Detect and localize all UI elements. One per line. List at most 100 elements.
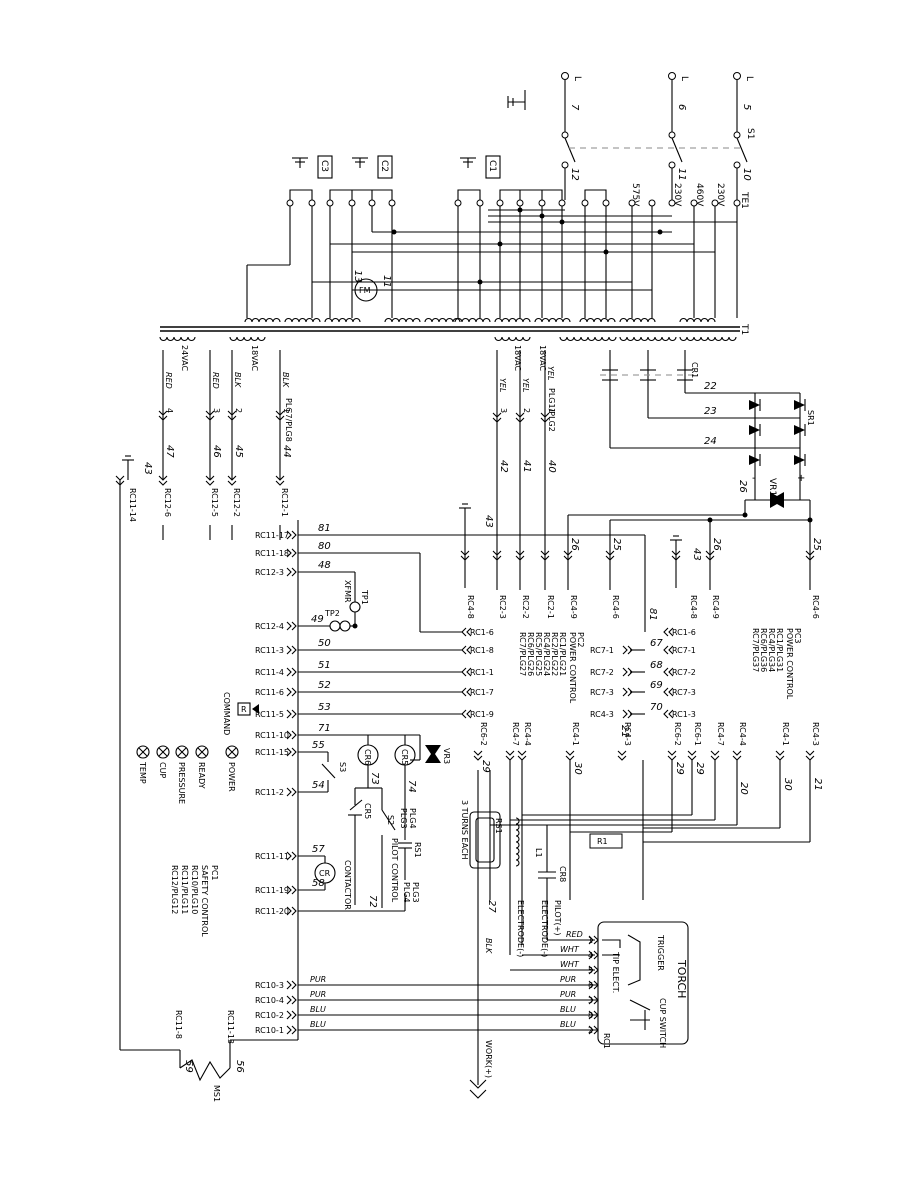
wire-43-mid: 43 [483,515,494,528]
pc3-wire-29: 29 [674,762,685,775]
tp1-label: TP1 [360,589,369,605]
winding [324,317,361,323]
connector-chevron [492,412,502,423]
plg7-plg8-leads: RED RED BLK BLK PLG7/PLG8 1 2 3 4 44 45 … [119,350,293,1050]
winding [159,336,196,342]
connector-chevron [775,750,785,761]
wire-26-upper: 26 [737,480,748,493]
fan-motor-label: FM [359,286,371,295]
command-label: COMMAND [222,692,231,735]
torch-control-wires: PUR PUR BLU BLU PUR PUR BLU BLU MS1 59 5… [120,975,598,1102]
wire-41: 41 [521,460,532,473]
wire-73: 73 [369,772,380,785]
wire-68: 68 [650,660,663,671]
connector-chevron [663,687,674,697]
plg4-label-a: PLG4 [408,808,417,829]
torch-pin-label: 4 [588,951,593,960]
pc1-subtitle: SAFETY CONTROL [200,865,209,937]
connector-chevron [227,475,237,486]
rc4-8-mid: RC4-8 [466,595,475,619]
connector-chevron [461,687,472,697]
plg3-label-b: PLG3 [411,882,420,903]
pc2-wire-29: 29 [480,760,491,773]
lamp-cross [227,747,237,757]
tap-230v-b: 230V [715,183,725,207]
connector-chevron [286,645,297,655]
winding [229,336,266,342]
connector-chevron [275,475,285,486]
connector-chevron [515,412,525,423]
cr1-label: CR1 [690,362,699,378]
rs1-contact: RS1 [413,842,422,858]
pc3-rc-label: RC7-3 [672,688,696,697]
pc3-board: PC3 POWER CONTROL RC1/PLG31 RC4/PLG34 RC… [590,627,820,761]
torch-cup-switch: CUP SWITCH [658,998,667,1048]
rc11-14: RC11-14 [128,488,137,522]
color-pur-2-end: PUR [560,990,576,999]
connector-chevron [705,550,715,561]
winding [424,317,461,323]
s1-label: S1 [745,128,755,139]
pc2-board: PC2 POWER CONTROL RC1/PLG21 RC2/PLG22 RC… [461,627,632,761]
connector-chevron [663,645,674,655]
pc1-rc-label: RC11-17 [255,531,289,540]
wire-53: 53 [318,702,331,713]
connector-chevron [286,548,297,558]
winding [619,336,677,342]
sr-wire-24: 24 [704,436,717,447]
diode [794,455,805,465]
lead-color-red: RED [566,930,583,939]
vr3-label: VR3 [442,748,451,764]
color-blu-1-end: BLU [560,1005,576,1014]
torch-tip: TIP ELECT. [611,951,620,993]
pc1-plug-2: RC11/PLG11 [180,865,189,914]
rc12-2: RC12-2 [232,488,241,517]
sec-18vac-mid-1: 18VAC [513,345,522,371]
torch-pin-label: 1 [588,936,593,945]
color-yel-3: YEL [498,378,507,392]
pin-2: 2 [234,408,243,413]
connector-chevron [205,410,215,421]
color-pur-2: PUR [310,990,326,999]
pc3-rc-label: RC6-1 [693,722,702,746]
pc1-plug-1: RC10/PLG10 [190,865,199,914]
winding [494,317,531,323]
relay-cr6: CR6 [363,749,372,765]
sr1-label: SR1 [806,410,815,426]
connector-chevron [460,550,470,561]
connector-chevron [617,750,627,761]
sr1-plus: + [797,473,805,484]
connector-chevron [461,645,472,655]
wire-26-mid: 26 [569,538,580,551]
vr1-label: VR1 [767,478,777,496]
connector-chevron [158,475,168,486]
pc2-rc-label: RC4-3 [623,722,632,746]
connector-chevron [667,750,677,761]
sr-wire-22: 22 [704,381,717,392]
lamp-cross [197,747,207,757]
winding [579,317,616,323]
indicator-lamp [195,745,209,759]
line-label-2: L [679,76,689,81]
pc2-plug-3: RC4/PLG24 [542,632,551,676]
pc2-rc-label: RC1-9 [470,710,494,719]
connector-chevron [805,550,815,561]
connector-chevron [275,410,285,421]
lead-pilot: PILOT(+) [553,900,562,935]
connector-chevron [710,750,720,761]
connector-chevron [563,550,573,561]
color-blu-1: BLU [310,1005,326,1014]
connector-chevron [588,950,599,960]
pc2-rc-label: RC1-6 [470,628,494,637]
torch-box: TORCH TRIGGER TIP ELECT. CUP SWITCH RC1 … [588,921,689,1049]
winding [679,317,716,323]
connector-chevron [286,885,297,895]
rc4-9-right: RC4-9 [711,595,720,619]
contactor-section: C3 C2 C1 [286,155,610,207]
tap-575v: 575V [630,183,640,207]
pc3-wire-21: 21 [812,778,823,791]
connector-chevron [492,550,502,561]
pc3-rc-label: RC7-2 [672,668,696,677]
pc2-rc-label: RC1-8 [470,646,494,655]
plg1-plg2-title: PLG1/PLG2 [547,388,556,432]
